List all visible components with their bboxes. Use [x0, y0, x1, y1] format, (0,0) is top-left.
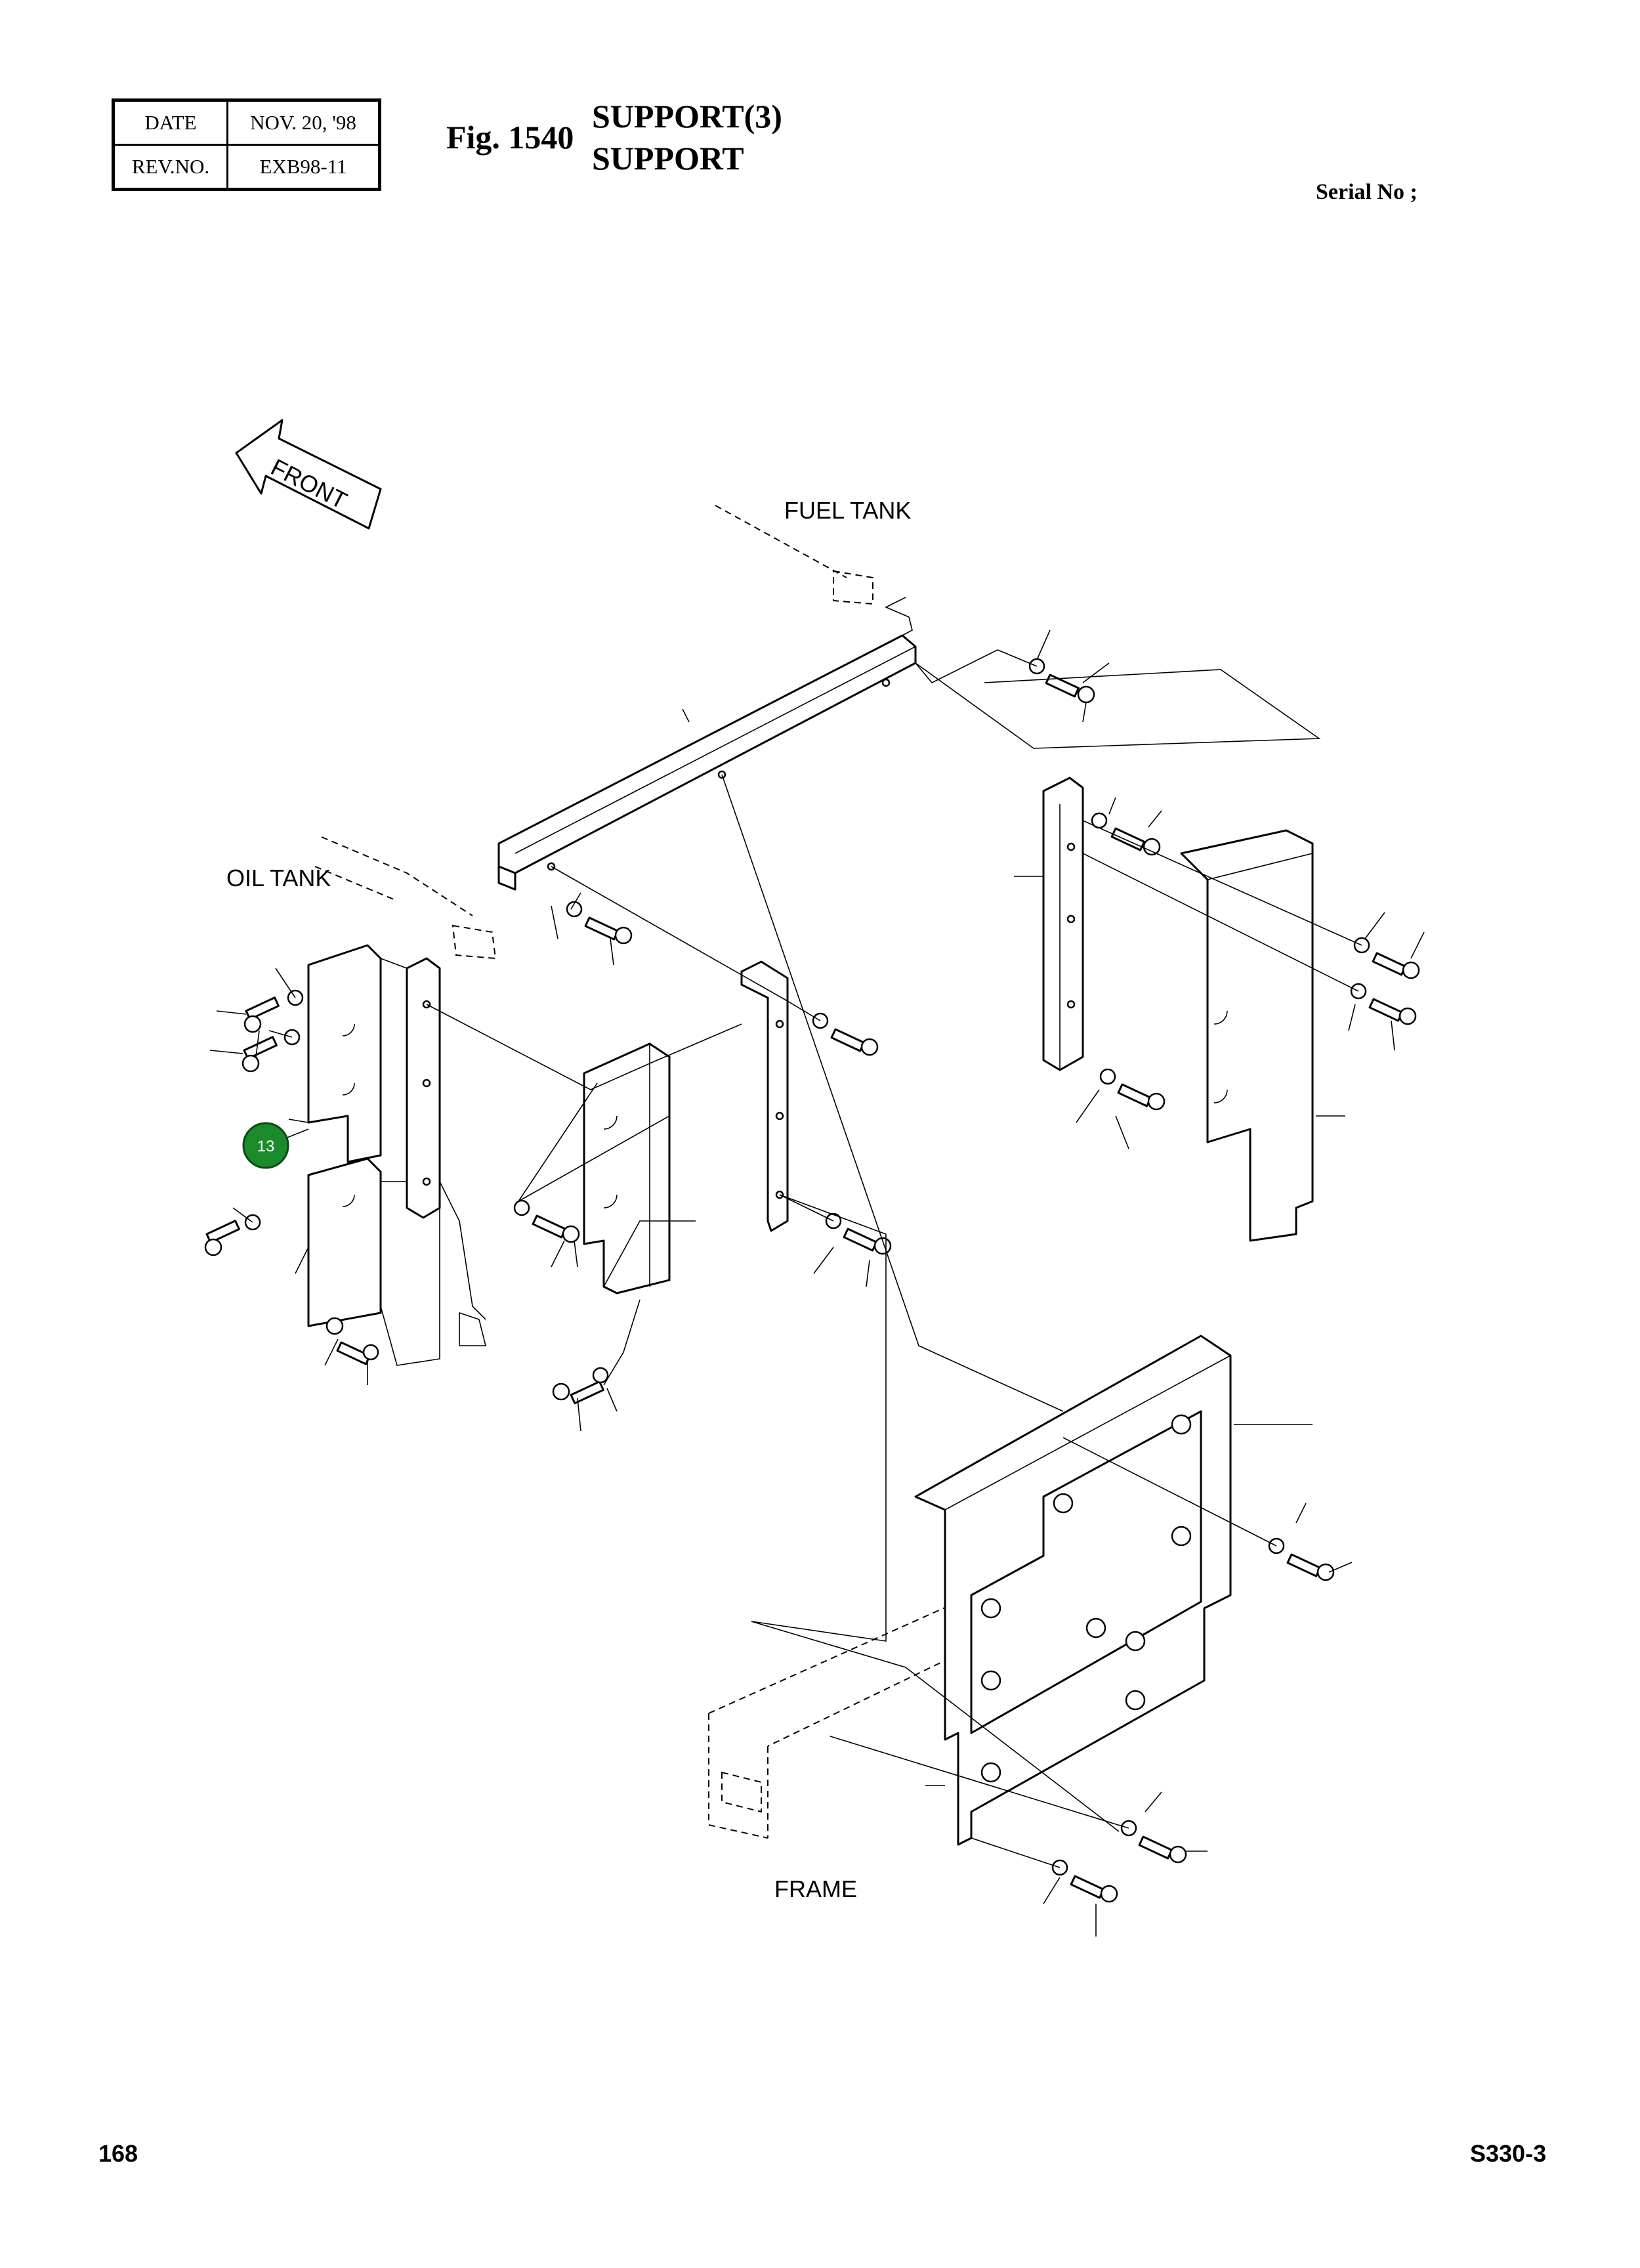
- bolt-group-rail-left: [566, 901, 633, 945]
- bolt-group-right-plate-1: [1353, 937, 1420, 979]
- front-direction-arrow: FRONT: [235, 419, 382, 530]
- bolt-group-left-plate-2: [242, 1029, 301, 1073]
- bolt-group-lower-plate-right: [1268, 1537, 1335, 1581]
- bolt-group-right-bracket-low: [1099, 1068, 1166, 1111]
- left-lower-plate: [307, 1157, 382, 1327]
- fuel-tank-label: FUEL TANK: [784, 497, 911, 524]
- fuel-tank-outline: [715, 505, 873, 605]
- bolt-group-center-bottom: [552, 1367, 609, 1405]
- rev-value: EXB98-11: [226, 144, 381, 190]
- right-side-plate: [1180, 829, 1314, 1242]
- rev-label: REV.NO.: [112, 144, 228, 190]
- center-vertical-bracket: [740, 960, 789, 1232]
- callout-13-number[interactable]: 13: [257, 1138, 275, 1155]
- bolt-group-right-plate-2: [1350, 983, 1417, 1025]
- date-label: DATE: [112, 99, 228, 146]
- bolt-group-left-bottom: [326, 1317, 379, 1365]
- leader-lines: [209, 597, 1425, 1936]
- oil-tank-outline: [314, 836, 497, 960]
- bolt-group-left-plate-1: [243, 989, 304, 1033]
- right-vertical-bracket: [1042, 777, 1084, 1071]
- bolt-group-center-bracket-low: [825, 1212, 892, 1255]
- bolt-group-center-plate: [513, 1199, 580, 1243]
- callout-13-badge[interactable]: [242, 1122, 289, 1169]
- bolt-group-top-right: [1028, 658, 1095, 704]
- frame-label: FRAME: [774, 1875, 857, 1902]
- frame-outline: [708, 1600, 959, 1839]
- top-support-rail: [497, 634, 917, 891]
- bolt-group-left-plate-3: [204, 1214, 261, 1256]
- serial-number-label: Serial No ;: [1316, 180, 1418, 204]
- bolt-group-lower-plate-bottom: [1120, 1820, 1187, 1864]
- date-value: NOV. 20, '98: [226, 99, 381, 146]
- bolt-group-center-bracket: [812, 1012, 879, 1056]
- callout-13[interactable]: 13: [242, 1119, 309, 1169]
- oil-tank-label: OIL TANK: [226, 865, 331, 891]
- left-vertical-bar: [406, 957, 441, 1219]
- left-upper-plate: [307, 944, 382, 1163]
- center-channel-plate: [583, 1042, 671, 1294]
- figure-title-line-1: SUPPORT(3): [592, 98, 782, 135]
- figure-number: Fig. 1540: [446, 119, 574, 156]
- bolt-group-upper-right-bracket: [1091, 812, 1161, 856]
- lower-large-plate: [914, 1335, 1232, 1846]
- figure-title-line-2: SUPPORT: [592, 140, 744, 177]
- model-number: S330-3: [1470, 2140, 1547, 2167]
- bolt-group-frame: [1051, 1859, 1118, 1903]
- revision-info-table: DATE NOV. 20, '98 REV.NO. EXB98-11: [112, 98, 381, 191]
- page-number: 168: [98, 2140, 138, 2167]
